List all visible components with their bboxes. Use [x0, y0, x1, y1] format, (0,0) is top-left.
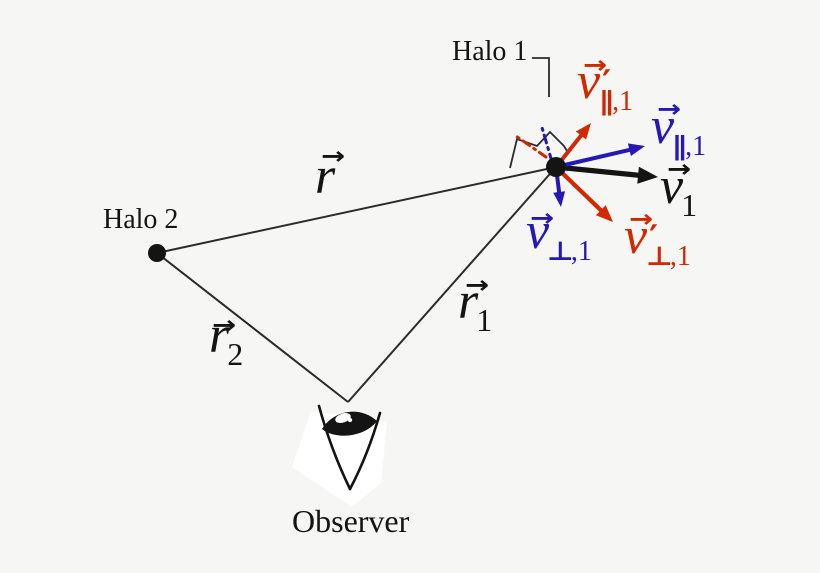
prime-mark: ′	[602, 63, 612, 103]
vector-letter: v	[624, 208, 648, 265]
vector-letter: v	[577, 53, 601, 110]
vector-subscript: ⊥,1	[547, 238, 592, 266]
vector-overbar-arrow: →	[212, 311, 237, 339]
r2-line	[156, 252, 349, 403]
vector-letter: r	[315, 148, 336, 205]
halo1-pointer-bracket	[532, 57, 550, 97]
v-perp-1-label: →v⊥,1	[526, 206, 592, 266]
perpendicular-symbol: ⊥	[547, 237, 574, 267]
eye-pupil	[322, 411, 377, 436]
halo2-dot	[148, 244, 166, 262]
r2-vector-label: →r2	[209, 307, 244, 372]
subscript-index: ,1	[570, 236, 592, 267]
r-vector-label: →r	[315, 144, 345, 205]
r-line	[156, 166, 557, 254]
vector-letter: v	[651, 98, 675, 155]
observer-eye-icon	[292, 404, 387, 507]
halo1-dot	[546, 157, 566, 177]
v1-vector-label: →v1	[660, 157, 698, 223]
halo2-label: Halo 2	[103, 204, 179, 235]
subscript-index: ,1	[685, 131, 707, 162]
parallel-symbol: ∥	[672, 132, 687, 162]
r1-vector-label: →r1	[458, 271, 493, 338]
vector-overbar-arrow: →	[583, 51, 608, 79]
v1-arrow	[555, 164, 658, 184]
vector-overbar-arrow: →	[321, 142, 346, 170]
vector-subscript: ∥,1	[672, 133, 706, 161]
vector-overbar-arrow: →	[629, 205, 654, 233]
eye-glint	[335, 413, 351, 423]
eye-glint-dot	[347, 417, 353, 423]
eye-lash-left	[317, 404, 352, 491]
v-parallel-1-arrow	[555, 143, 645, 169]
observer-label: Observer	[292, 503, 410, 539]
halo1-label: Halo 1	[452, 36, 528, 67]
vector-overbar-arrow: →	[465, 271, 490, 299]
parallel-symbol: ∥	[599, 87, 614, 117]
vector-subscript: 1	[476, 302, 493, 338]
vector-overbar-arrow: →	[530, 204, 555, 232]
v-parallel-1-label: →v∥,1	[651, 97, 706, 161]
r1-line	[347, 166, 557, 403]
eye-lash-right	[348, 411, 382, 491]
v-perp-1-prime-arrow	[554, 165, 613, 222]
vector-subscript: 1	[681, 187, 698, 223]
vector-subscript: ⊥,1	[646, 243, 691, 271]
vector-overbar-arrow: →	[667, 155, 692, 183]
red-dashed-perpendicular	[514, 134, 548, 159]
vector-letter: v	[526, 203, 550, 260]
blue-dashed-perpendicular	[539, 122, 554, 164]
vector-letter: v	[660, 158, 684, 215]
vector-letter: r	[458, 273, 479, 330]
vector-overbar-arrow: →	[657, 95, 682, 123]
perpendicular-symbol: ⊥	[646, 242, 673, 272]
v-perp-1-prime-label: →v′⊥,1	[624, 207, 691, 271]
subscript-index: ,1	[612, 86, 634, 117]
vector-subscript: 2	[227, 336, 244, 372]
prime-mark: ′	[649, 218, 659, 258]
subscript-index: ,1	[669, 241, 691, 272]
v-parallel-1-prime-label: →v′∥,1	[577, 51, 633, 116]
eye-backdrop	[292, 411, 387, 507]
vector-letter: r	[209, 307, 230, 364]
vector-subscript: ∥,1	[599, 88, 633, 116]
right-angle-markers	[509, 130, 568, 169]
